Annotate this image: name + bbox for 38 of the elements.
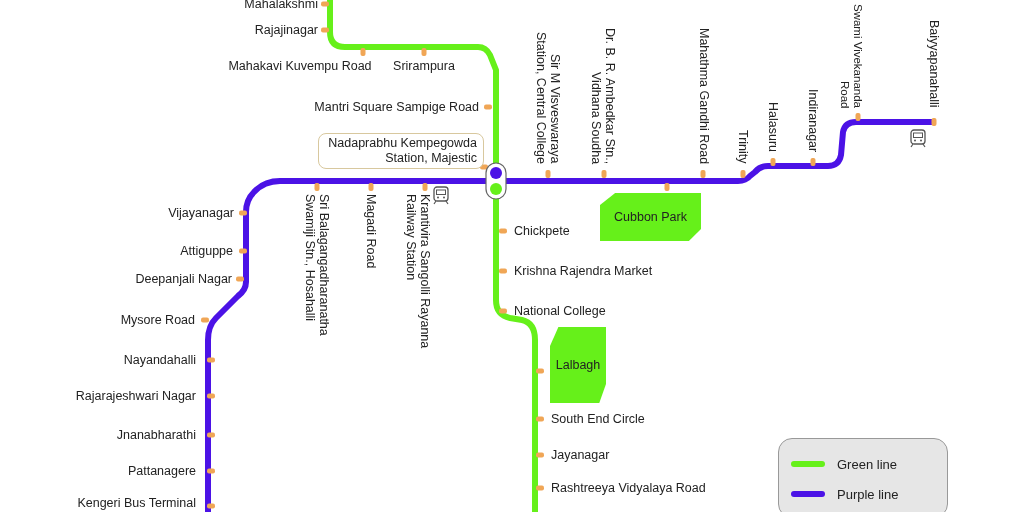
station-name: Mahakavi Kuvempu Road [228, 58, 372, 74]
station-name: Srirampura [393, 58, 455, 74]
station-name: South End Circle [551, 411, 645, 427]
station-name: Mysore Road [120, 312, 195, 328]
station-name: Jnanabharathi [116, 427, 196, 443]
station-name: Dr. B. R. Ambedkar Stn., Vidhana Soudha [588, 26, 618, 164]
station-name: Krishna Rajendra Market [514, 263, 653, 279]
station-name: Sir M Visveswaraya Station, Central College [533, 30, 563, 164]
station-name: Magadi Road [363, 194, 379, 269]
station-name: Jayanagar [551, 447, 610, 463]
station-name: Mahathma Gandhi Road [696, 27, 712, 164]
station-callout [318, 133, 484, 169]
station-name: Rajajinagar [254, 22, 318, 38]
station-name: Nadaprabhu Kempegowda Station, Majestic [327, 136, 477, 166]
station-name: Rashtreeya Vidyalaya Road [551, 480, 706, 496]
station-name: Krantivira Sangolli Rayanna Railway Station [403, 194, 433, 351]
station-name: Rajarajeshwari Nagar [75, 388, 196, 404]
station-name: Attiguppe [180, 243, 233, 259]
station-name: Mantri Square Sampige Road [314, 99, 479, 115]
station-name: Deepanjali Nagar [135, 271, 232, 287]
station-name: Halasuru [765, 101, 781, 152]
station-name: Swami Vivekananda Road [838, 3, 865, 108]
legend-label: Green line [837, 456, 897, 472]
station-name: Vijayanagar [168, 205, 234, 221]
station-name: Chickpete [514, 223, 570, 239]
park-area [600, 193, 701, 241]
station-name: Trinity [735, 130, 751, 164]
station-name: Indiranagar [805, 88, 821, 152]
station-name: Lalbagh [555, 357, 601, 373]
station-name: Sri Balagangadharanatha Swamiji Stn., Hosahalli [302, 194, 332, 338]
station-name: Nayandahalli [123, 352, 196, 368]
station-name: Pattanagere [127, 463, 196, 479]
station-name: National College [514, 303, 606, 319]
station-name: Kengeri Bus Terminal [77, 495, 196, 511]
legend-label: Purple line [837, 486, 899, 502]
station-name: Cubbon Park [614, 209, 687, 225]
station-name: Baiyyapanahalli [926, 20, 942, 108]
park-area [550, 327, 606, 403]
